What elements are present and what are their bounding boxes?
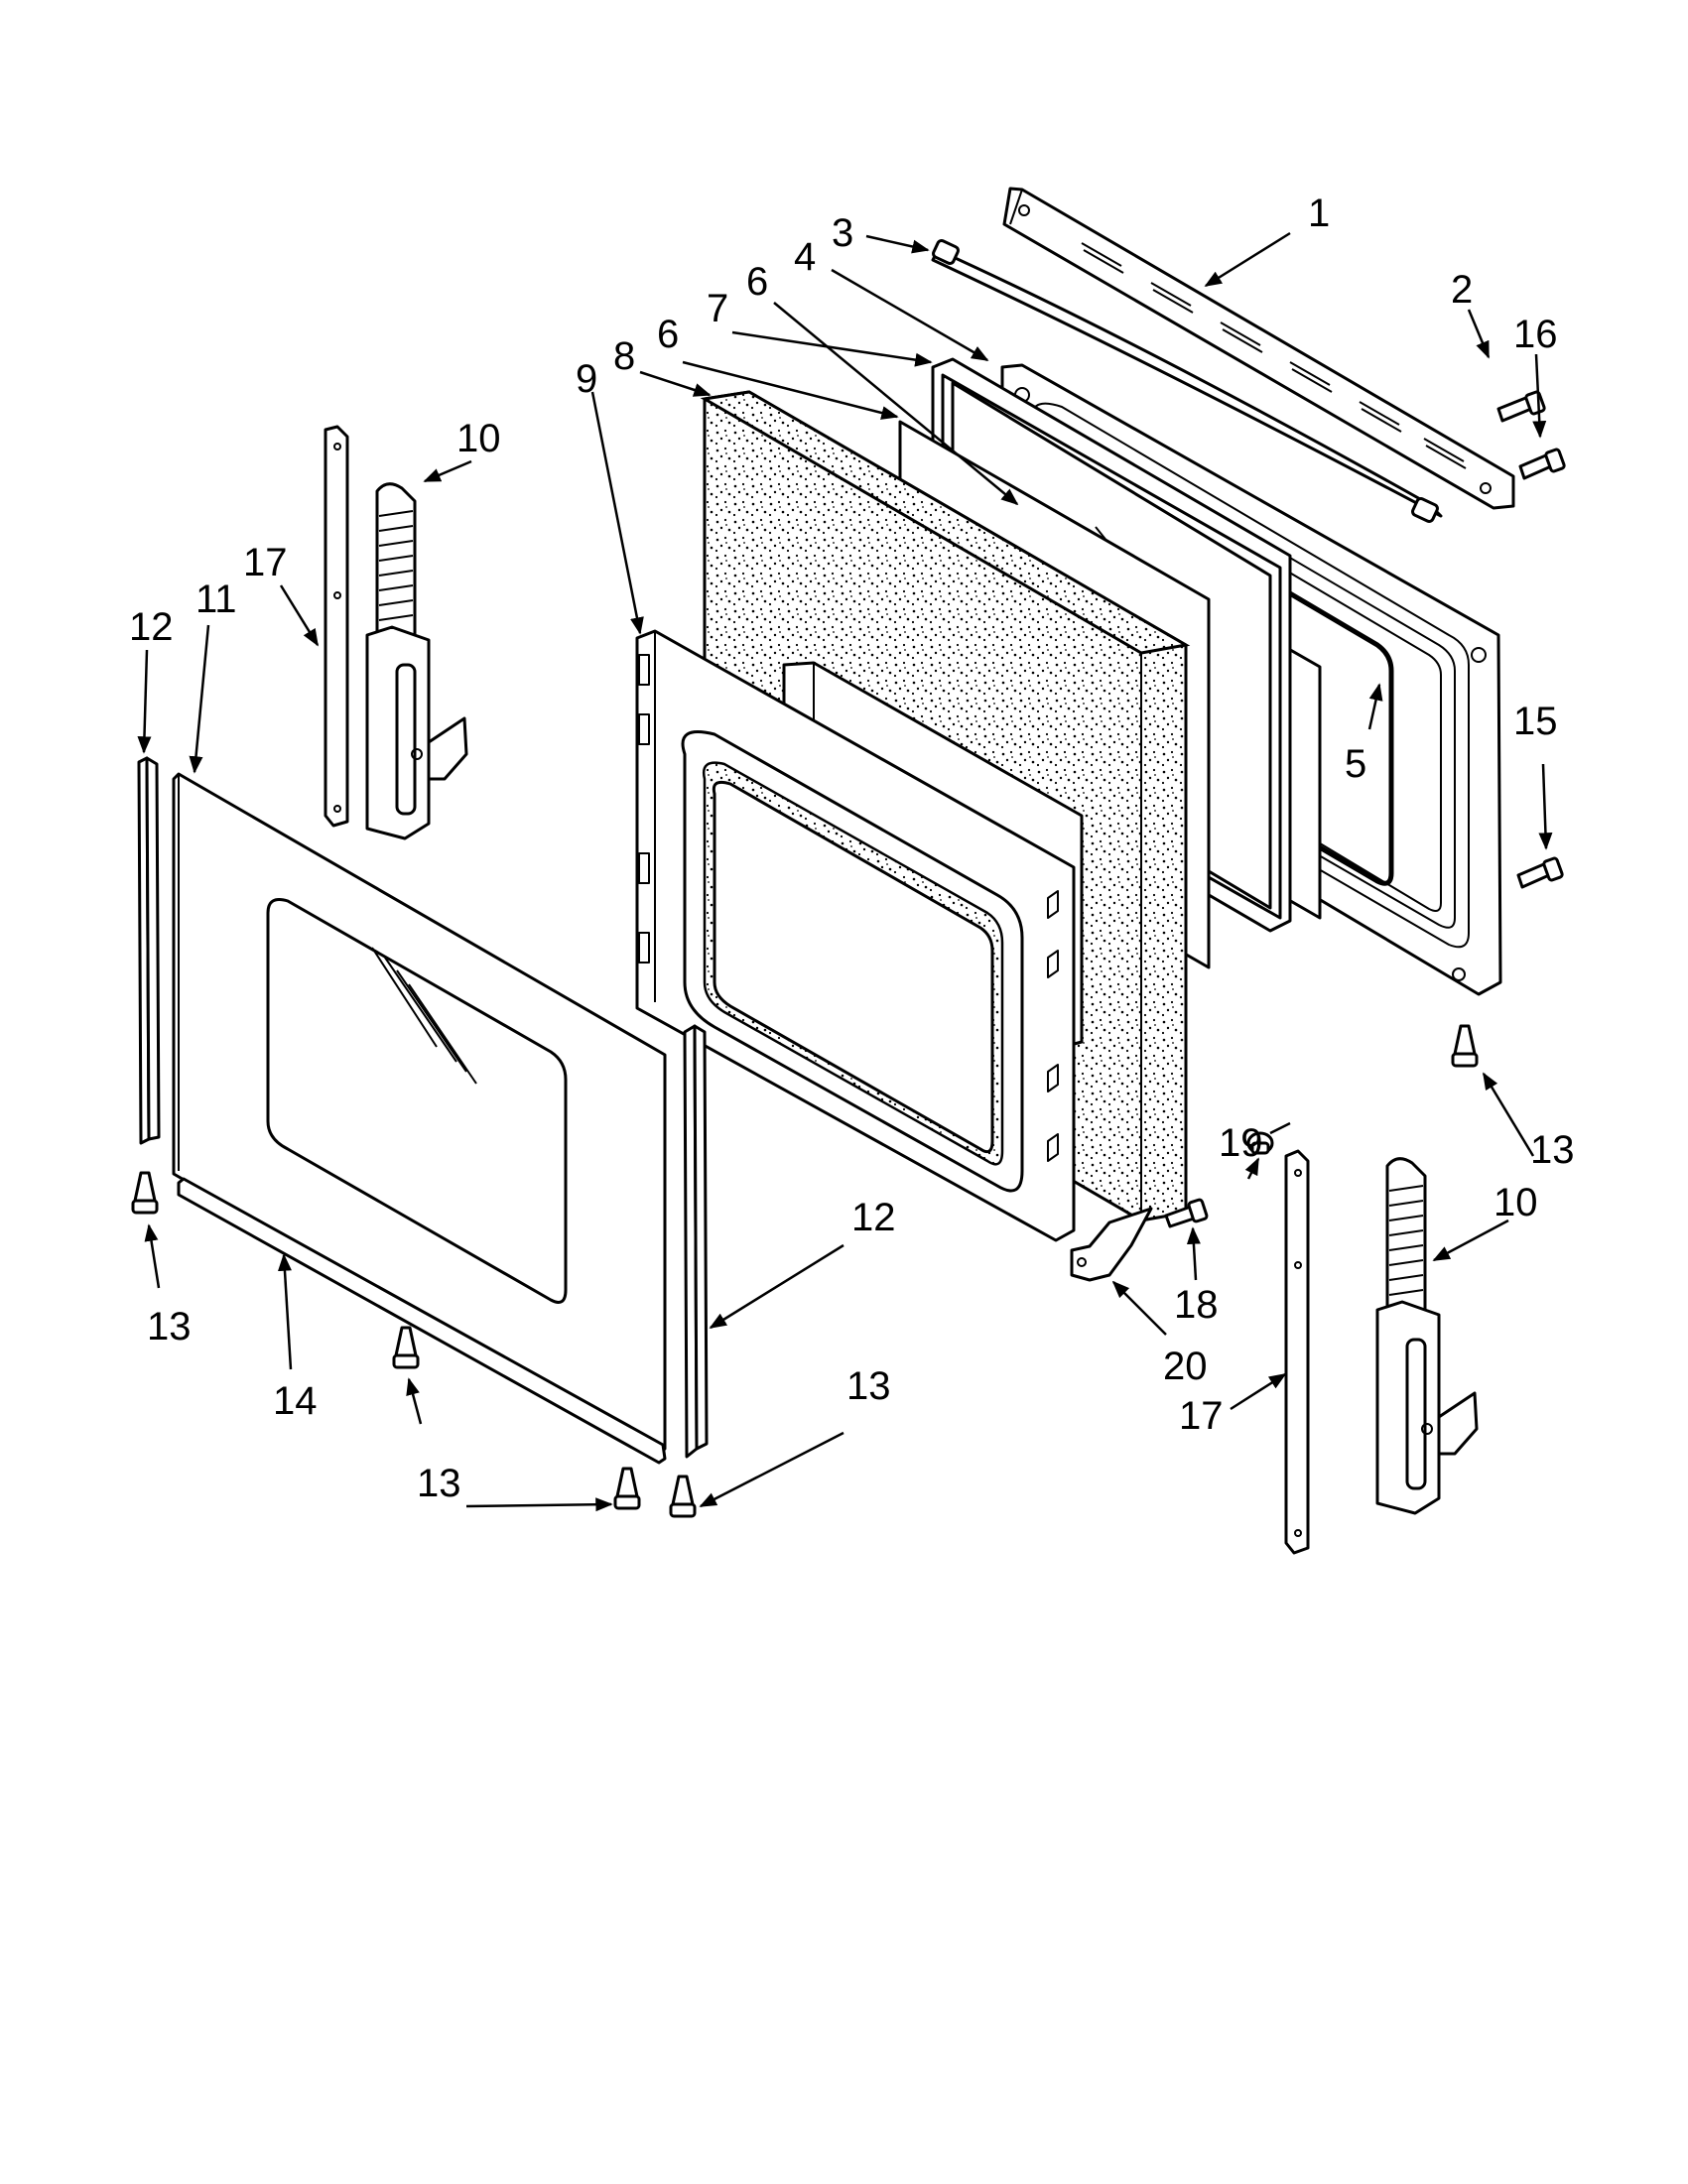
leader-1 [1204,231,1291,288]
part-screw-15 [1516,856,1564,889]
part-screw-18 [1164,1198,1209,1228]
leader-3 [865,234,930,254]
part-screw-13-d [669,1475,697,1518]
leader-2 [1467,309,1491,359]
callout-17-lower: 17 [1179,1394,1224,1438]
part-screw-13-c [613,1467,641,1510]
part-bracket [1070,1207,1153,1282]
callout-14: 14 [273,1379,318,1423]
leader-6a [773,302,1019,506]
leader-4 [831,268,989,362]
leader-7 [731,330,933,367]
leader-19-tail [1269,1121,1291,1135]
part-bottom-trim [177,1177,667,1465]
leader-8 [639,370,712,397]
part-side-trim-left [137,756,161,1145]
callout-10-upper: 10 [456,417,501,460]
part-screw-13-e [1451,1024,1479,1068]
part-screw-13-a [131,1171,159,1215]
leader-18 [1186,1226,1201,1281]
callout-17-upper: 17 [243,541,288,584]
part-door-hinge-lower [1375,1157,1479,1515]
callout-6-rear: 6 [746,260,768,304]
callout-19: 19 [1219,1121,1263,1165]
leader-11 [189,624,210,774]
callout-4: 4 [794,235,816,279]
callout-16: 16 [1513,313,1558,356]
callout-5: 5 [1345,742,1366,786]
leader-9 [590,391,644,635]
callout-12-right: 12 [851,1196,896,1239]
callout-13-c: 13 [846,1364,891,1408]
callout-8: 8 [613,334,635,378]
callout-6-front: 6 [657,313,679,356]
part-hinge-receiver-upper [324,425,349,828]
leader-13-a [144,1223,161,1289]
leader-10-lower [1432,1219,1509,1262]
part-outer-door-panel [172,772,667,1457]
callout-15: 15 [1513,700,1558,743]
part-screw-16 [1518,448,1566,480]
part-screw-13-b [392,1326,420,1369]
leader-5 [1367,683,1383,730]
leader-13-b [406,1377,423,1425]
leader-14 [277,1253,293,1370]
callout-18: 18 [1174,1283,1219,1327]
leader-19 [1244,1157,1260,1180]
callout-13-b: 13 [417,1462,461,1505]
part-door-hinge-upper [365,482,468,840]
callout-3: 3 [832,211,853,255]
callout-13-a: 13 [147,1305,192,1349]
callout-13-d: 13 [1530,1128,1575,1172]
callout-labels: 1 2 3 4 5 6 6 7 8 9 10 10 11 12 12 13 13… [129,192,1575,1505]
callout-2: 2 [1451,268,1473,312]
leader-6b [682,360,899,420]
callout-9: 9 [576,357,597,401]
leader-13-c [465,1497,613,1512]
leader-13-e [1482,1072,1535,1157]
part-door-frame [635,629,1076,1242]
part-door-handle [931,239,1443,523]
leader-lines [137,231,1553,1512]
leader-10-upper [423,459,472,483]
leader-20 [1111,1280,1167,1336]
callout-20: 20 [1163,1345,1208,1388]
part-hinge-receiver-lower [1284,1149,1310,1555]
callout-12-left: 12 [129,605,174,649]
leader-13-d [699,1431,844,1508]
part-plug-button [1246,1131,1274,1155]
leader-12-right [709,1243,844,1330]
part-side-trim-right [683,1024,709,1459]
callout-11: 11 [195,578,237,621]
callout-1: 1 [1308,192,1330,235]
leader-17-lower [1230,1372,1287,1411]
callout-7: 7 [707,287,728,330]
leader-15 [1538,763,1553,850]
leader-16 [1532,353,1547,439]
leader-12-left [137,649,152,754]
callout-10-lower: 10 [1493,1181,1538,1224]
part-vent-trim [1002,187,1515,510]
leader-17-upper [279,584,320,647]
